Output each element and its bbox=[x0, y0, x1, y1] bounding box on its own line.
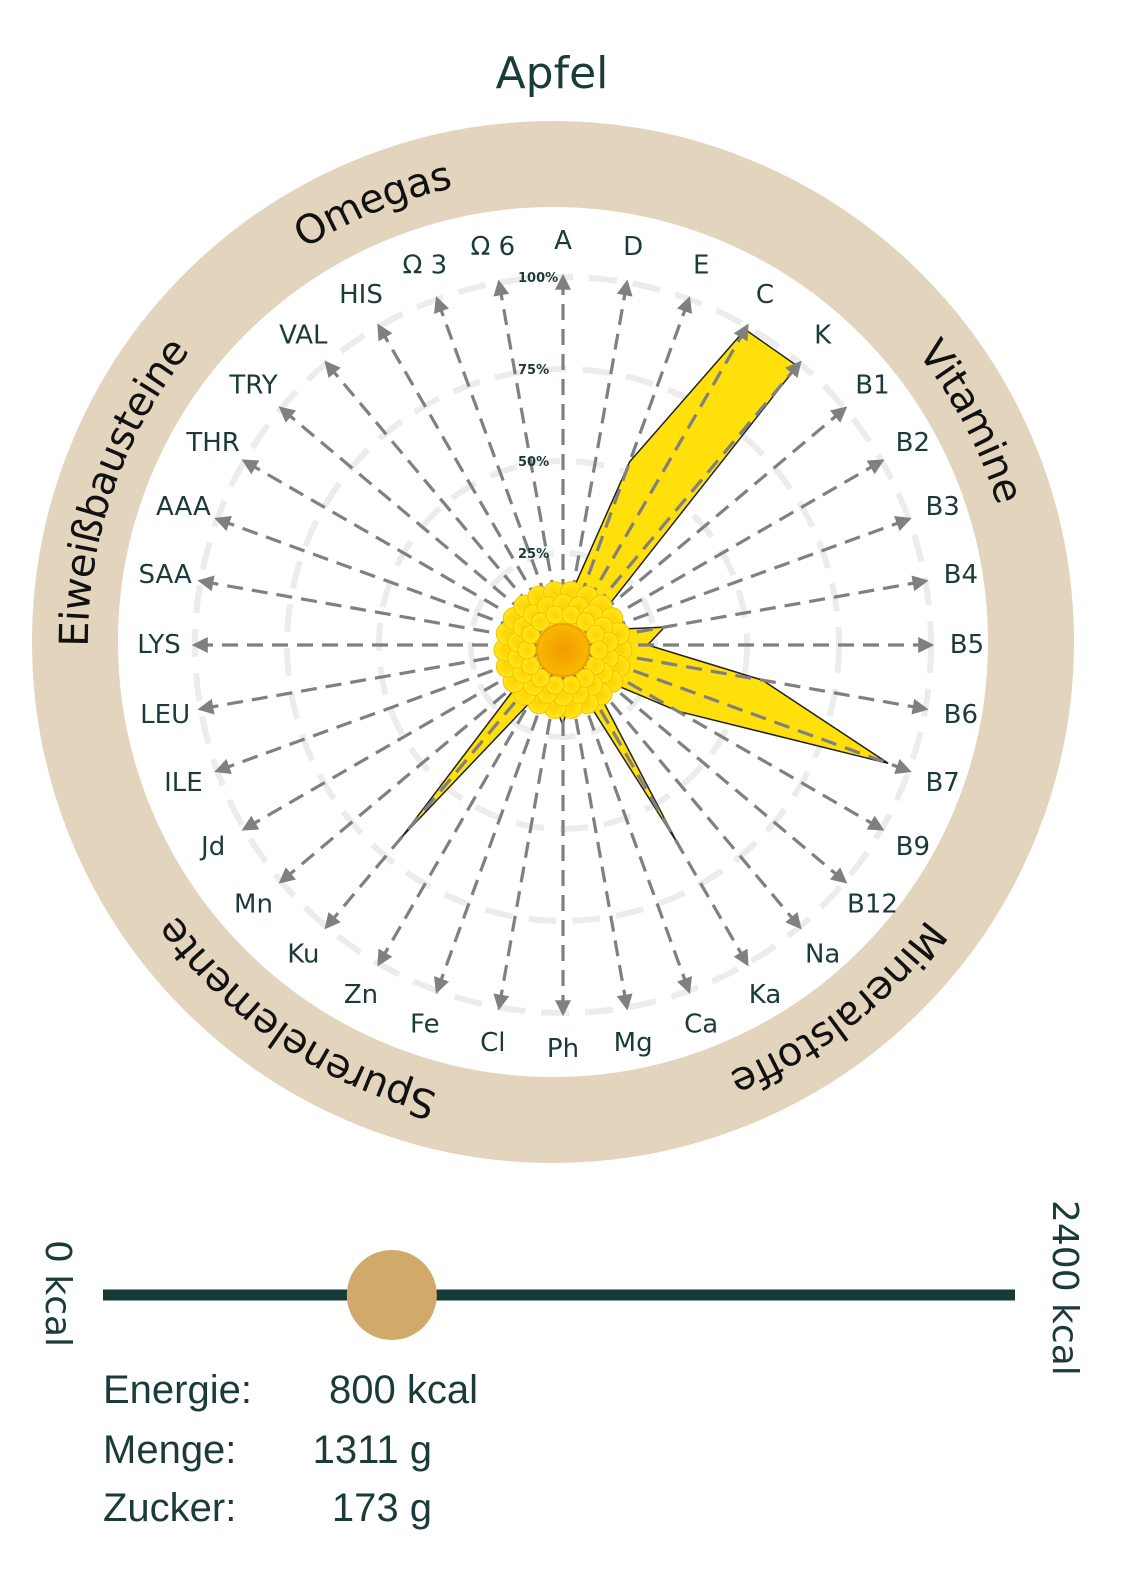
axis-label: THR bbox=[185, 428, 240, 458]
axis-label: Mn bbox=[234, 890, 273, 920]
axis-label: Mg bbox=[614, 1028, 653, 1058]
axis-label: Ku bbox=[287, 939, 319, 969]
axis-label: Ca bbox=[684, 1010, 718, 1040]
axis-label: TRY bbox=[228, 370, 277, 400]
slider-min-label: 0 kcal bbox=[37, 1240, 78, 1348]
axis-label: Cl bbox=[480, 1028, 505, 1058]
stat-value-menge: 1311 g bbox=[312, 1428, 432, 1472]
slider-max-label: 2400 kcal bbox=[1044, 1200, 1085, 1376]
axis-label: B6 bbox=[944, 700, 978, 730]
radial-tick-label: 100% bbox=[518, 271, 558, 286]
slider-knob[interactable] bbox=[346, 1250, 437, 1340]
axis-label: Ka bbox=[749, 980, 782, 1010]
axis-label: SAA bbox=[138, 560, 191, 590]
category-ring bbox=[32, 121, 1074, 1163]
axis-label: LYS bbox=[137, 630, 180, 660]
axis-label: B9 bbox=[896, 832, 930, 862]
axis-label: B5 bbox=[950, 630, 984, 660]
axis-label: LEU bbox=[140, 700, 190, 730]
axis-label: K bbox=[814, 321, 832, 351]
axis-label: A bbox=[554, 226, 572, 256]
axis-label: B1 bbox=[855, 370, 889, 400]
axis-label: Ω 6 bbox=[471, 232, 516, 262]
grid-circle bbox=[468, 550, 658, 740]
axis-label: E bbox=[693, 250, 709, 280]
stat-label-menge: Menge: bbox=[103, 1428, 237, 1472]
stat-value-energie: 800 kcal bbox=[329, 1368, 478, 1412]
chart-title: Apfel bbox=[496, 48, 609, 99]
radial-tick-label: 75% bbox=[518, 363, 549, 378]
axis-label: Na bbox=[805, 939, 840, 969]
axis-label: B4 bbox=[944, 560, 978, 590]
axis-label: Ω 3 bbox=[402, 250, 447, 280]
stat-value-zucker: 173 g bbox=[331, 1486, 432, 1530]
stat-label-energie: Energie: bbox=[103, 1368, 252, 1412]
axis-label: B3 bbox=[925, 492, 959, 522]
axis-label: B12 bbox=[847, 890, 898, 920]
axis-label: C bbox=[756, 280, 774, 310]
axis-label: ILE bbox=[164, 768, 203, 798]
flower-center-icon bbox=[493, 581, 633, 719]
axis-label: Zn bbox=[344, 980, 378, 1010]
axis-label: Ph bbox=[547, 1034, 579, 1064]
axis-label: HIS bbox=[339, 280, 383, 310]
axis-label: B2 bbox=[896, 428, 930, 458]
axis-label: Fe bbox=[410, 1010, 440, 1040]
axis-label: VAL bbox=[279, 321, 328, 351]
radial-tick-label: 50% bbox=[518, 455, 549, 470]
axis-label: D bbox=[623, 232, 643, 262]
axis-label: Jd bbox=[199, 832, 225, 862]
axis-label: B7 bbox=[925, 768, 959, 798]
axis-label: AAA bbox=[156, 492, 211, 522]
radial-tick-label: 25% bbox=[518, 547, 549, 562]
stat-label-zucker: Zucker: bbox=[103, 1486, 237, 1530]
